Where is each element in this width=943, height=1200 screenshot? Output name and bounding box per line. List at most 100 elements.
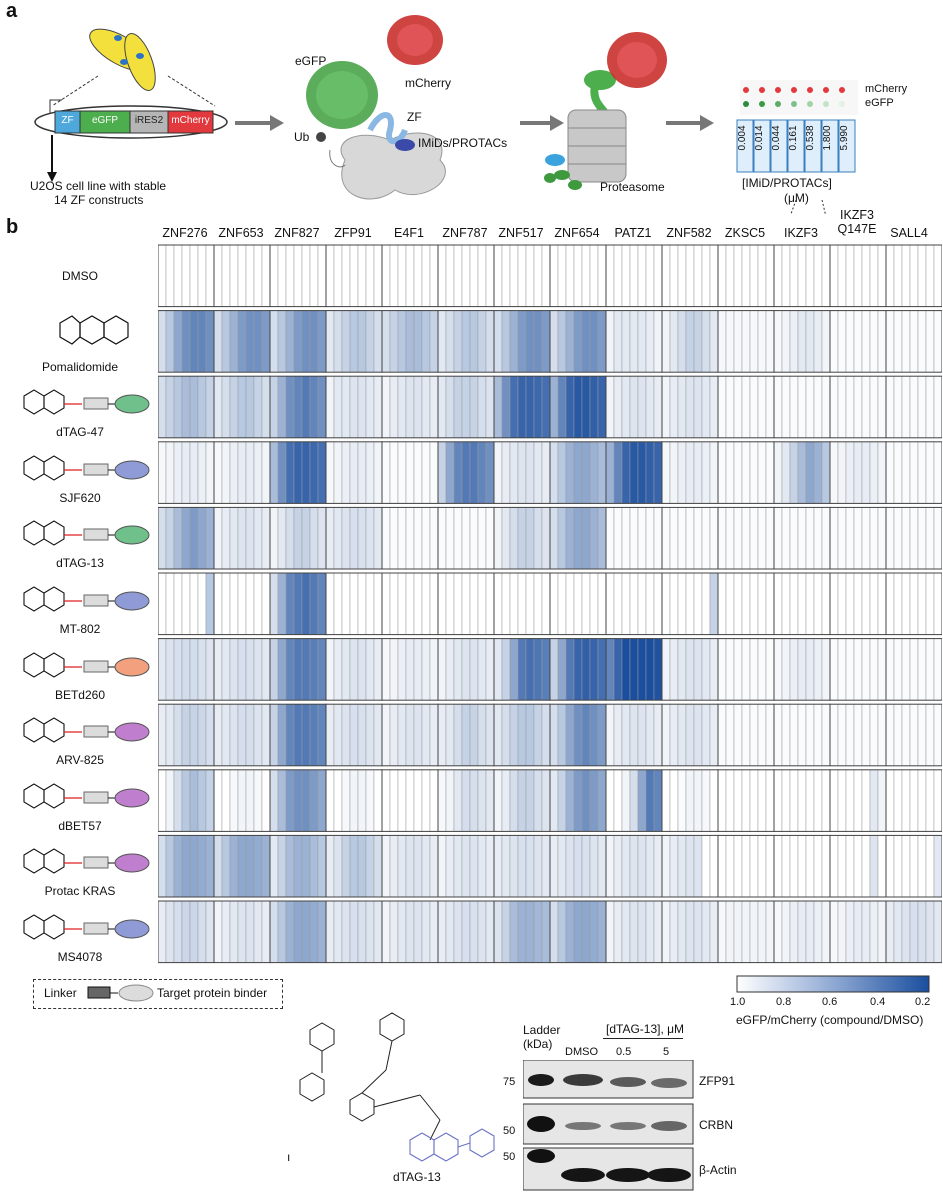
heatmap-cell [877,703,887,767]
heatmap-cell [749,769,759,832]
heatmap-cell [893,244,903,307]
heatmap-cell [749,375,759,439]
heatmap-cell [237,572,247,635]
heatmap-cell [533,900,543,963]
heatmap-cell [325,441,335,504]
heatmap-cell [517,703,527,767]
heatmap-cell [341,310,351,373]
heatmap-cell [349,507,359,570]
heatmap-cell [309,441,319,504]
heatmap-cell [349,441,359,504]
heatmap-cell [253,244,263,307]
heatmap-cell [429,769,439,832]
heatmap-cell [565,703,575,767]
heatmap-cell [613,441,623,504]
heatmap-cell [285,638,295,701]
heatmap-cell [581,572,591,635]
heatmap-cell [837,572,847,635]
heatmap-cell [629,572,639,635]
heatmap-cell [733,507,743,570]
heatmap-cell [205,244,215,307]
heatmap-cell [773,441,783,504]
heatmap-cell [597,900,607,963]
heatmap-cell [389,507,399,570]
heatmap-cell [917,441,927,504]
heatmap-cell [741,835,751,898]
heatmap-cell [541,900,551,963]
heatmap-cell [797,507,807,570]
heatmap-cell [229,835,239,898]
heatmap-cell [158,572,167,635]
column-header-znf827: ZNF827 [274,226,320,240]
heatmap-cell [445,638,455,701]
heatmap-cell [253,835,263,898]
heatmap-group-frame [885,506,942,570]
heatmap-cell [293,572,303,635]
heatmap-cell [861,441,871,504]
heatmap-cell [229,703,239,767]
heatmap-cell [629,900,639,963]
heatmap-cell [373,638,383,701]
heatmap-cell [621,638,631,701]
heatmap-cell [893,703,903,767]
heatmap-cell [901,900,911,963]
heatmap-cell [429,375,439,439]
heatmap-cell [421,703,431,767]
colorbar-tick: 0.2 [915,996,931,1008]
heatmap-cell [725,900,735,963]
heatmap-cell [213,244,223,307]
heatmap-cell [693,769,703,832]
heatmap-cell [357,507,367,570]
heatmap-group-frame [885,703,942,767]
heatmap-cell [877,441,887,504]
heatmap-cell [661,572,671,635]
heatmap-cell [245,835,255,898]
heatmap-cell [165,310,175,373]
heatmap-cell [197,507,207,570]
heatmap-cell [229,572,239,635]
heatmap-cell [773,507,783,570]
heatmap-cell [429,835,439,898]
heatmap-cell [365,507,375,570]
heatmap-cell [709,703,719,767]
heatmap-cell [909,835,919,898]
heatmap-cell [589,507,599,570]
heatmap-cell [381,572,391,635]
heatmap-cell [349,572,359,635]
heatmap-cell [325,244,335,307]
heatmap-cell [933,507,942,570]
heatmap-cell [205,310,215,373]
heatmap-cell [677,900,687,963]
heatmap-cell [373,310,383,373]
proteasome-graphic [544,32,667,190]
heatmap-cell [717,703,727,767]
heatmap-cell [429,900,439,963]
heatmap-cell [725,703,735,767]
heatmap-cell [885,835,895,898]
heatmap-cell [573,507,583,570]
heatmap-cell [509,310,519,373]
heatmap-cell [597,244,607,307]
heatmap-cell [325,310,335,373]
heatmap-cell [197,900,207,963]
ladder-title-2: (kDa) [523,1037,553,1051]
readout-dots [740,80,858,115]
heatmap-cell [477,441,487,504]
heatmap-cell [821,507,831,570]
heatmap-cell [765,638,775,701]
heatmap-cell [301,441,311,504]
heatmap-cell [261,638,271,701]
panel-a-graphics [34,15,858,215]
heatmap-cell [549,507,559,570]
heatmap-cell [205,900,215,963]
heatmap-cell [421,507,431,570]
heatmap-cell [213,835,223,898]
heatmap-cell [237,835,247,898]
conc-label: 0.044 [771,125,782,151]
heatmap-cell [781,572,791,635]
heatmap-cell [397,769,407,832]
heatmap-cell [565,900,575,963]
heatmap-cell [349,375,359,439]
heatmap-cell [557,310,567,373]
heatmap-cell [757,244,767,307]
